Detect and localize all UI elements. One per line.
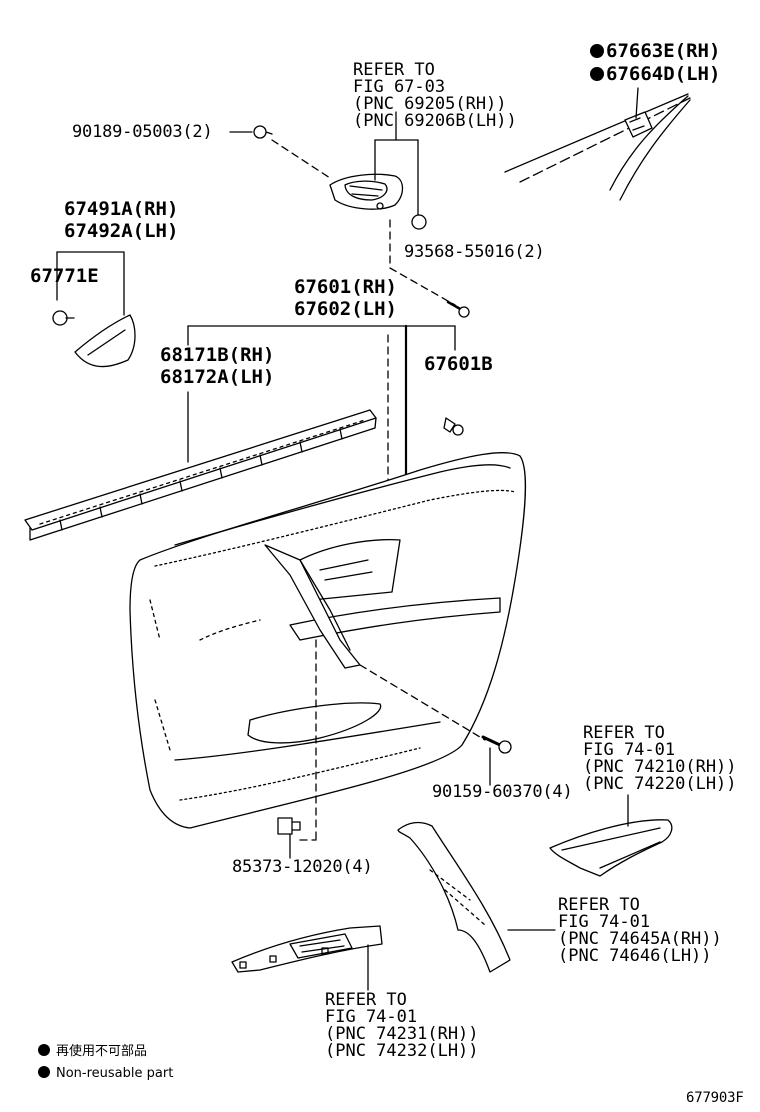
part-number-85373: 85373-12020(4): [232, 857, 373, 877]
door-pocket-drawing: [397, 821, 556, 973]
screw-93568-drawing: [389, 219, 470, 318]
belt-weatherstrip-drawing: [24, 391, 377, 541]
part-number-68171b: 68171B(RH): [160, 344, 275, 366]
window-switch-base-drawing: [231, 925, 383, 991]
armrest-cover-drawing: [549, 794, 673, 877]
clip-85373-drawing: [277, 817, 317, 859]
non-reusable-dot-icon: [590, 44, 604, 58]
non-reusable-dot-icon: [590, 67, 604, 81]
part-number-90189: 90189-05003(2): [72, 122, 213, 142]
legend-line-english: Non-reusable part: [38, 1066, 173, 1082]
part-number-67492a: 67492A(LH): [64, 220, 179, 242]
non-reusable-dot-icon: [38, 1044, 50, 1056]
screw-90159-drawing: [481, 735, 512, 786]
part-number-93568: 93568-55016(2): [404, 242, 545, 262]
part-number-68172a: 68172A(LH): [160, 366, 275, 388]
part-number-67601b: 67601B: [424, 353, 493, 375]
figure-code: 677903F: [686, 1090, 744, 1106]
non-reusable-dot-icon: [38, 1066, 50, 1078]
legend-line-japanese: 再使用不可部品: [38, 1044, 147, 1060]
mirror-cover-drawing: [52, 251, 136, 368]
inside-handle-drawing: [329, 111, 427, 230]
glass-weatherstrip-drawing: [504, 87, 691, 201]
part-number-67771e: 67771E: [30, 265, 99, 287]
part-number-67664d: 67664D(LH): [590, 63, 720, 85]
part-number-67663e: 67663E(RH): [590, 40, 720, 62]
part-number-67602: 67602(LH): [294, 298, 397, 320]
door-trim-board-drawing: [129, 452, 527, 841]
part-number-67601: 67601(RH): [294, 276, 397, 298]
screw-90189-drawing: [229, 125, 331, 179]
part-number-90159: 90159-60370(4): [432, 782, 573, 802]
part-number-67491a: 67491A(RH): [64, 198, 179, 220]
clip-67601b-drawing: [443, 417, 464, 436]
